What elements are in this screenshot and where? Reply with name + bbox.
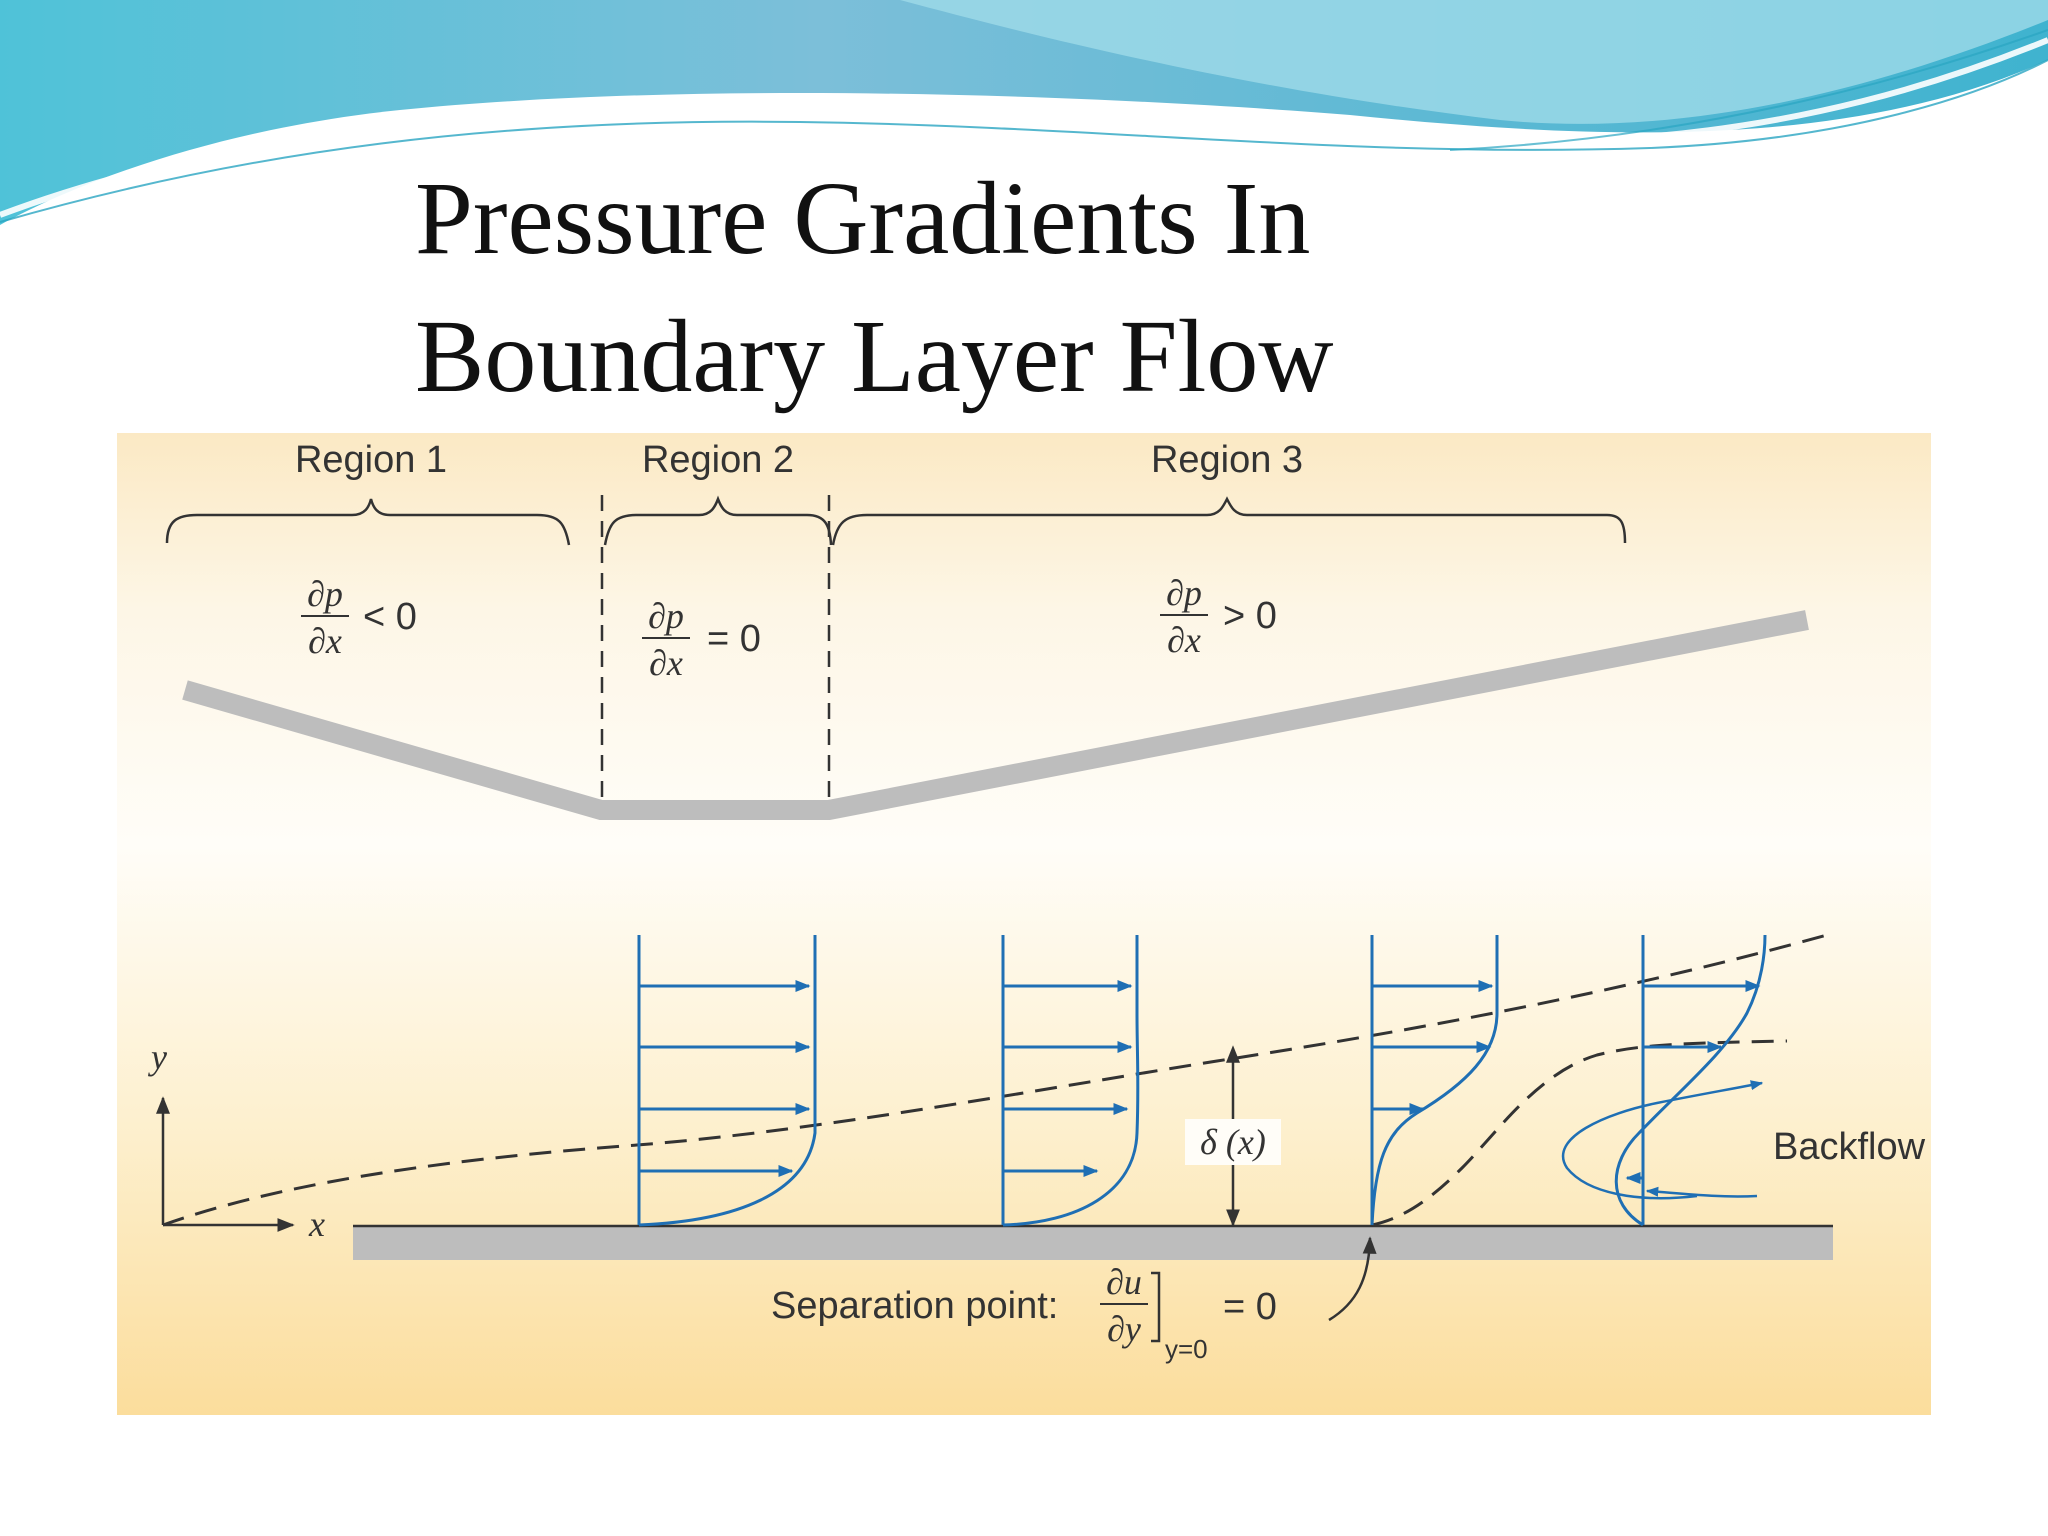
velocity-profile-4 bbox=[1561, 934, 1767, 1227]
separation-pointer bbox=[1328, 1236, 1377, 1322]
boundary-layer-figure: Region 1 Region 2 Region 3 ∂p ∂x < 0 ∂p … bbox=[117, 433, 1931, 1415]
region-2-dx: ∂x bbox=[649, 643, 683, 683]
figure-background bbox=[117, 433, 1931, 1415]
region-1-brace bbox=[165, 498, 571, 546]
channel-upper-wall bbox=[182, 610, 1809, 820]
slide-title: Pressure Gradients In Boundary Layer Flo… bbox=[415, 150, 1333, 426]
x-axis-label: x bbox=[308, 1204, 325, 1244]
thickness-label-backdrop bbox=[1185, 1119, 1281, 1165]
backflow-swirl bbox=[1561, 1080, 1764, 1200]
profile-4-curve bbox=[1614, 934, 1767, 1227]
region-2-gradient: ∂p ∂x = 0 bbox=[642, 596, 761, 683]
velocity-profile-2 bbox=[1001, 935, 1140, 1227]
region-3-dp: ∂p bbox=[1166, 573, 1202, 613]
region-1-label: Region 1 bbox=[295, 439, 447, 481]
header-wave-decoration bbox=[0, 0, 2048, 225]
y-axis-label: y bbox=[148, 1037, 167, 1077]
profile-1-curve bbox=[638, 935, 817, 1227]
separation-subscript: y=0 bbox=[1165, 1334, 1208, 1364]
region-1-dx: ∂x bbox=[308, 621, 342, 661]
region-1-gradient: ∂p ∂x < 0 bbox=[301, 574, 417, 661]
region-3-relation: > 0 bbox=[1223, 595, 1277, 637]
boundary-layer-edge bbox=[162, 933, 1828, 1227]
region-1-dp: ∂p bbox=[307, 574, 343, 614]
region-1-relation: < 0 bbox=[363, 596, 417, 638]
backflow-label: Backflow bbox=[1773, 1126, 1926, 1168]
evaluation-bracket bbox=[1151, 1271, 1161, 1343]
region-2-label: Region 2 bbox=[642, 439, 794, 481]
region-3-label: Region 3 bbox=[1151, 439, 1303, 481]
separation-label: Separation point: bbox=[771, 1285, 1058, 1327]
region-2-brace bbox=[603, 495, 833, 546]
separation-streamline bbox=[1371, 1039, 1788, 1227]
thickness-label: δ (x) bbox=[1200, 1122, 1266, 1162]
region-3-gradient: ∂p ∂x > 0 bbox=[1160, 573, 1277, 660]
separation-dy: ∂y bbox=[1107, 1309, 1141, 1349]
separation-relation: = 0 bbox=[1223, 1286, 1277, 1328]
title-line-2: Boundary Layer Flow bbox=[415, 299, 1334, 414]
region-3-dx: ∂x bbox=[1167, 620, 1201, 660]
velocity-profile-3 bbox=[1370, 935, 1499, 1226]
region-2-relation: = 0 bbox=[707, 618, 761, 660]
region-2-dp: ∂p bbox=[648, 596, 684, 636]
region-3-brace bbox=[831, 496, 1627, 546]
backflow-return bbox=[1645, 1186, 1758, 1198]
velocity-profile-1 bbox=[637, 935, 817, 1227]
title-line-1: Pressure Gradients In bbox=[415, 161, 1311, 276]
separation-du: ∂u bbox=[1106, 1262, 1142, 1302]
profile-2-curve bbox=[1002, 935, 1140, 1227]
flat-plate bbox=[353, 1225, 1833, 1260]
separation-formula: Separation point: ∂u ∂y y=0 = 0 bbox=[771, 1262, 1277, 1364]
